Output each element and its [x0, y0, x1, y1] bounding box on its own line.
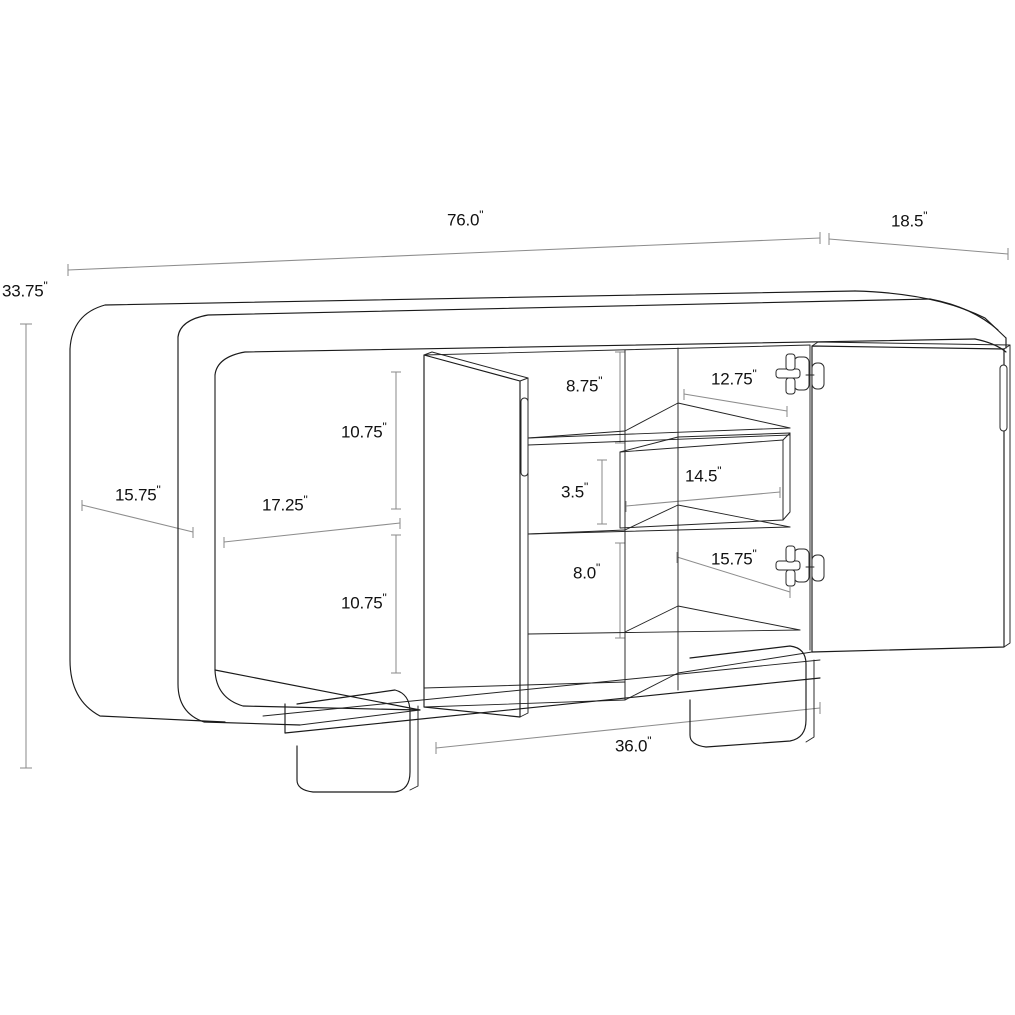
dim-overall-width [67, 232, 821, 276]
label-drawer-width: 14.5" [685, 464, 722, 486]
center-drawer[interactable] [619, 432, 791, 529]
label-side-depth: 15.75" [115, 483, 161, 505]
lower-cabinet-hinge [775, 545, 825, 587]
dim-overall-height [20, 323, 32, 769]
dim-center-lower-height [615, 542, 625, 639]
right-door-panel-open[interactable] [811, 341, 1011, 653]
dim-drawer-height [597, 459, 607, 525]
label-left-upper-height: 10.75" [341, 420, 387, 442]
dim-side-depth [81, 500, 194, 538]
dim-left-cabinet-width [223, 518, 401, 548]
left-base-leg [296, 689, 419, 793]
label-left-cabinet-width: 17.25" [262, 493, 308, 515]
sideboard-body [69, 290, 1011, 793]
label-base-width: 36.0" [615, 734, 652, 756]
label-left-lower-height: 10.75" [341, 591, 387, 613]
label-center-lower-width: 15.75" [711, 547, 757, 569]
dim-left-upper-height [391, 371, 401, 510]
dim-center-upper-height [615, 351, 625, 444]
label-overall-width: 76.0" [447, 208, 484, 230]
dim-overall-depth [828, 233, 1009, 260]
label-drawer-height: 3.5" [561, 480, 589, 502]
label-overall-depth: 18.5" [891, 209, 928, 231]
dim-center-lower-width [676, 552, 791, 598]
left-door-handle[interactable] [520, 397, 529, 477]
dim-left-lower-height [391, 534, 401, 674]
dim-base-width [435, 702, 821, 754]
upper-cabinet-hinge [775, 353, 825, 395]
left-door-panel-open[interactable] [423, 351, 529, 718]
right-base-leg [689, 645, 815, 748]
label-center-upper-height: 8.75" [566, 374, 603, 396]
label-center-lower-height: 8.0" [573, 561, 601, 583]
right-door-handle[interactable] [999, 364, 1008, 432]
label-center-upper-width: 12.75" [711, 367, 757, 389]
dim-center-upper-width [683, 389, 788, 417]
label-overall-height: 33.75" [2, 279, 48, 301]
dimension-lines [20, 232, 1009, 769]
dim-drawer-width [625, 487, 781, 512]
